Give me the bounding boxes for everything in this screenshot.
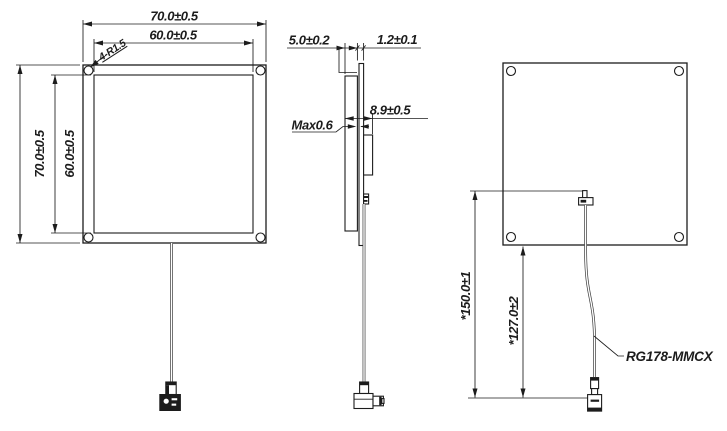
cable-attach-mark [580,199,587,203]
connector-body-front [159,394,181,411]
dim-arrow [360,124,369,129]
connector-neck [591,388,599,396]
mounting-hole [505,231,517,243]
dim-arrow [344,116,354,121]
connector-body-band [587,407,602,412]
connector-crimp-stripe [165,385,169,395]
dim-front-width-inner: 60.0±0.5 [149,28,197,43]
mounting-hole [255,65,266,76]
dim-arrow [520,388,526,398]
mounting-hole [505,65,517,77]
cable-type-label: RG178-MMCX [626,349,714,364]
dim-front-width-outer: 70.0±0.5 [150,9,198,24]
connector-plug-tip [381,398,385,404]
connector-detail [590,399,600,402]
connector-crimp-band [359,382,369,386]
dim-arrow [52,75,58,84]
back-view: *150.0±1 *127.0±2 RG178-MMCX [458,62,714,412]
dim-arrow [94,40,103,46]
connector-detail [171,398,178,401]
dim-arrow [244,40,253,46]
dim-patch-thickness: 5.0±0.2 [289,33,331,48]
dim-front-height-outer: 70.0±0.5 [32,129,47,177]
cable-attach-tab [582,190,588,199]
dim-arrow [347,124,357,129]
dim-arrow [348,45,358,51]
mounting-hole [83,65,94,76]
connector-crimp-band [590,377,599,381]
dim-arrow [257,21,266,27]
extension-line [51,74,91,234]
cable-back-core [584,205,596,377]
dim-cable-length-overall: *150.0±1 [458,271,473,320]
leader-line [593,335,624,357]
connector-body-side [353,392,374,410]
mounting-hole [83,232,94,243]
side-ledge-line [338,48,357,73]
dim-arrow [17,65,23,74]
connector-center-pin [163,398,169,404]
back-plate-outline [502,62,688,246]
dim-arrow [472,388,478,398]
connector-plug-stripe [379,396,382,406]
dim-arrow [520,246,526,256]
extension-line [93,39,254,72]
dim-front-height-inner: 60.0±0.5 [62,129,77,177]
leader-line [292,126,348,133]
side-view: 5.0±0.2 1.2±0.1 8.9±0.5 Max0.6 [287,32,428,410]
mounting-hole [673,231,685,243]
side-back-component [363,134,374,176]
extension-line [16,64,80,244]
dim-arrow [90,59,99,68]
connector-detail [171,403,177,406]
front-patch-outline [93,74,254,234]
mounting-hole [255,232,266,243]
side-solder-mark [363,200,368,202]
side-patch [344,75,358,232]
front-view: 70.0±0.5 60.0±0.5 4-R1.5 70.0±0.5 60.0±0… [16,9,267,411]
side-solder-point [363,193,370,205]
dim-arrow [336,45,345,51]
dim-cable-length: *127.0±2 [506,295,521,345]
dim-tick [355,45,366,51]
side-solder-mark [363,196,369,198]
dim-adhesive-max: Max0.6 [292,118,334,133]
dim-arrow [472,191,478,200]
connector-crimp-band [165,382,177,386]
dim-arrow [52,224,58,233]
dim-overall-thickness: 8.9±0.5 [370,103,412,118]
extension-line [344,43,365,74]
extension-line [82,20,267,62]
dim-arrow [83,21,92,27]
dim-arrow [17,234,23,243]
mounting-hole [673,65,685,77]
dim-arrow [364,116,373,121]
dim-pcb-thickness: 1.2±0.1 [377,32,418,47]
